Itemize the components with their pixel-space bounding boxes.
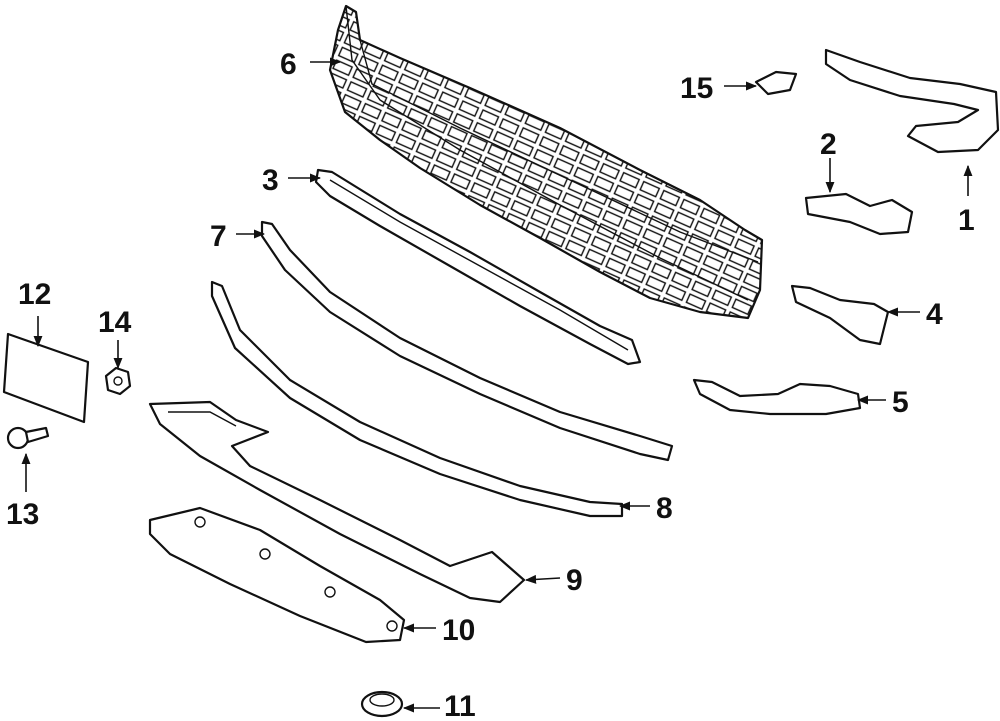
- part-9-lower-splitter: [148, 400, 526, 604]
- part-7-upper-trim: [260, 220, 674, 462]
- part-4-side-bracket: [790, 284, 890, 346]
- callout-1: 1: [958, 204, 975, 237]
- callout-15: 15: [680, 72, 713, 105]
- part-13-screw: [6, 426, 50, 450]
- callout-10: 10: [442, 614, 475, 647]
- callout-9: 9: [566, 564, 583, 597]
- callout-14: 14: [98, 306, 132, 339]
- callout-4: 4: [926, 298, 943, 331]
- part-6-grille-carrier: [328, 4, 764, 320]
- callout-12: 12: [18, 278, 51, 311]
- part-11-plug: [360, 690, 404, 718]
- part-10-lower-cover: [148, 506, 406, 644]
- callout-6: 6: [280, 48, 297, 81]
- leader-lines: [21, 57, 973, 713]
- part-1-bracket: [824, 48, 1000, 154]
- callout-7: 7: [210, 220, 227, 253]
- callout-2: 2: [820, 128, 837, 161]
- callout-5: 5: [892, 386, 909, 419]
- callout-8: 8: [656, 492, 673, 525]
- callout-11: 11: [444, 690, 476, 721]
- part-14-nut: [104, 366, 132, 396]
- callout-3: 3: [262, 164, 279, 197]
- callout-13: 13: [6, 498, 39, 531]
- part-12-license-bracket: [2, 332, 90, 424]
- part-5-side-trim: [692, 378, 862, 416]
- part-15-cap: [754, 70, 798, 96]
- part-2-bracket: [804, 192, 914, 236]
- part-3-upper-strip: [314, 168, 642, 366]
